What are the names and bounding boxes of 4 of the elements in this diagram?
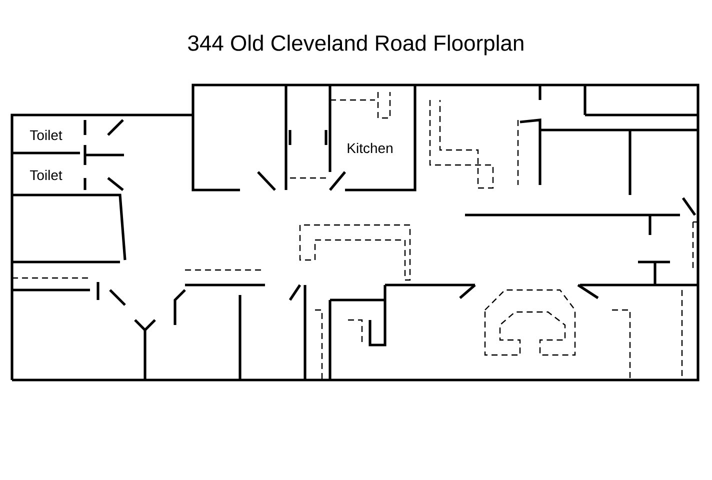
- room-label: Toilet: [30, 130, 62, 140]
- room-label: Kitchen: [348, 142, 392, 154]
- room-label: Toilet: [30, 170, 62, 180]
- title: 344 Old Cleveland Road Floorplan: [188, 34, 524, 56]
